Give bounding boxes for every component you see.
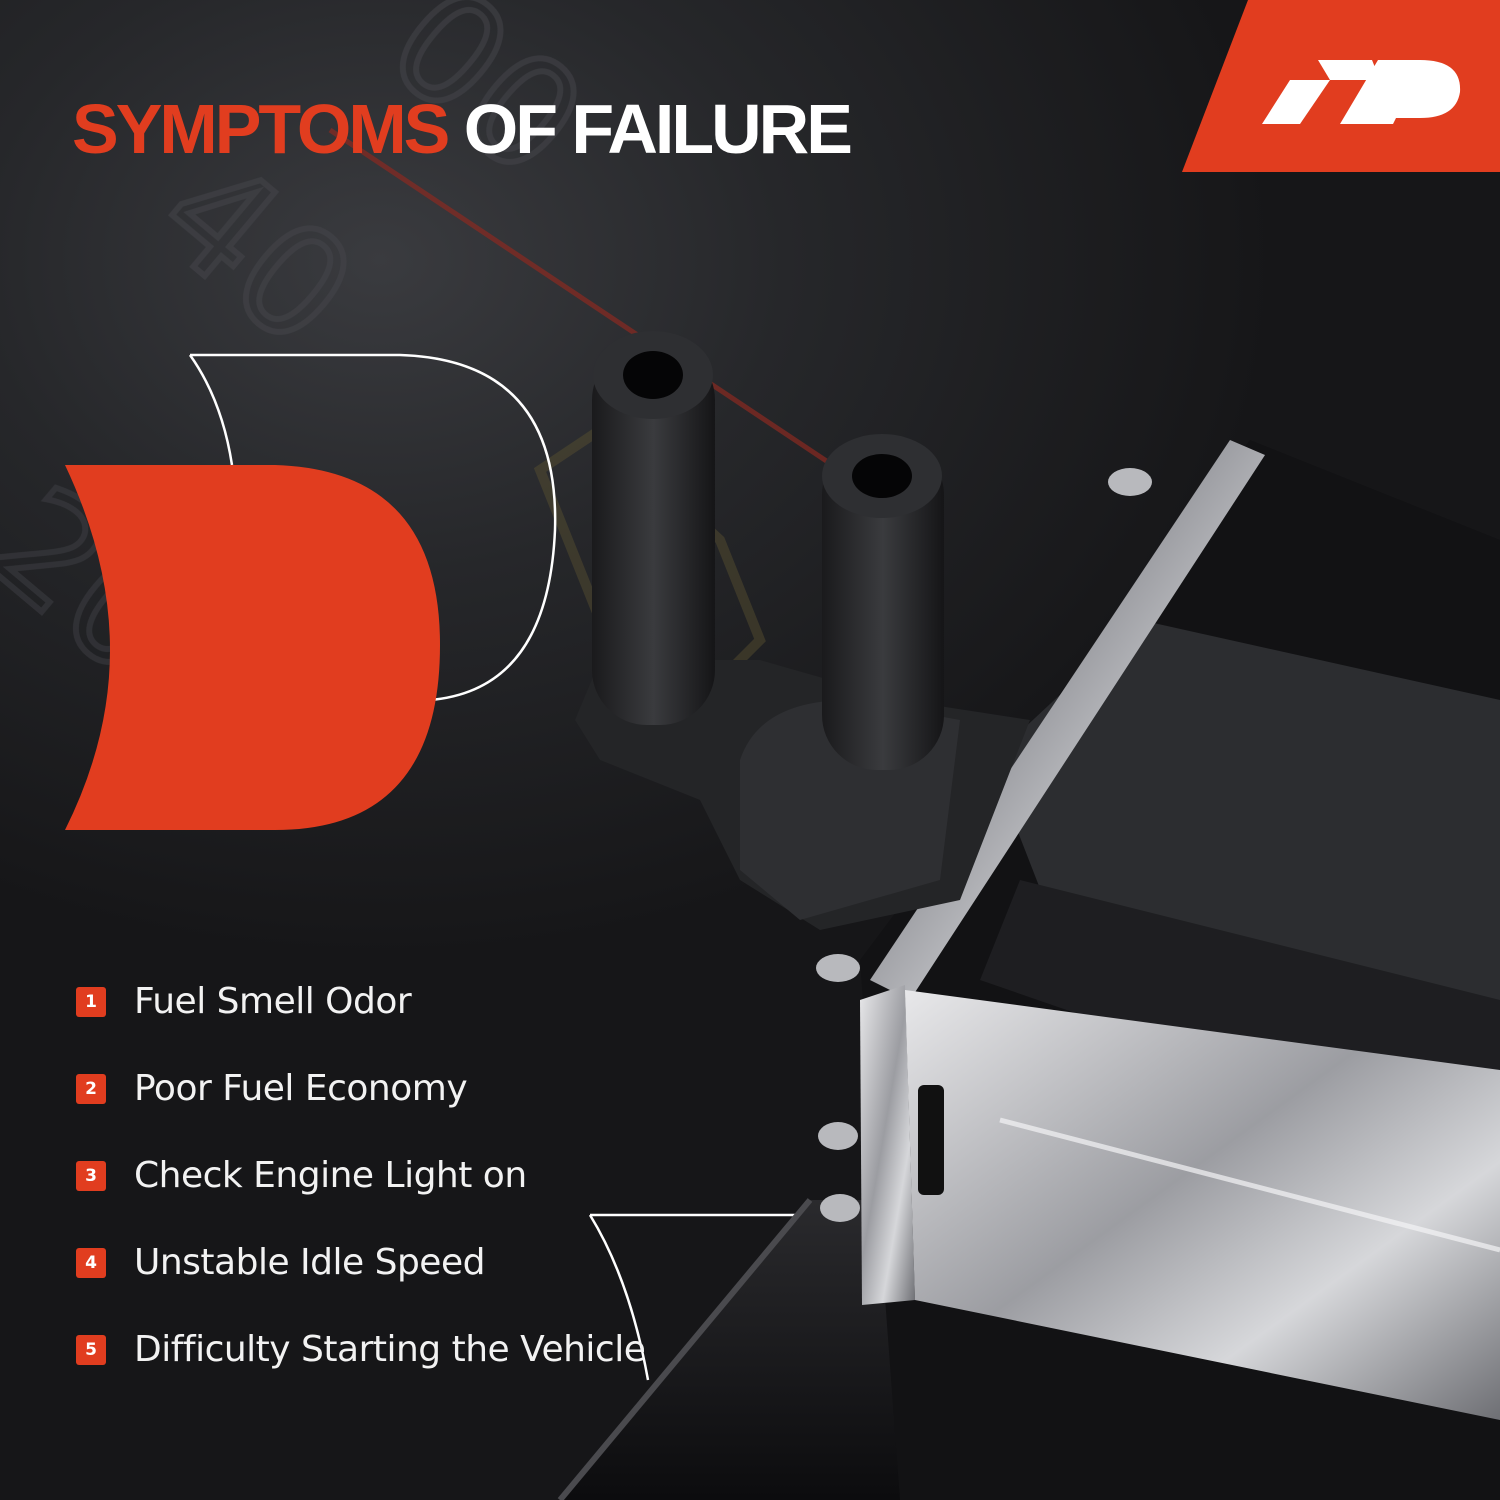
number-badge: 1 bbox=[76, 986, 106, 1017]
symptom-label: Check Engine Light on bbox=[134, 1155, 527, 1196]
list-item: 3 Check Engine Light on bbox=[76, 1132, 636, 1219]
symptom-label: Difficulty Starting the Vehicle bbox=[134, 1329, 646, 1370]
symptom-label: Poor Fuel Economy bbox=[134, 1068, 468, 1109]
symptom-label: Fuel Smell Odor bbox=[134, 981, 412, 1022]
symptom-label: Unstable Idle Speed bbox=[134, 1242, 485, 1283]
a-premium-logo-icon bbox=[1182, 0, 1500, 172]
list-item: 4 Unstable Idle Speed bbox=[76, 1219, 636, 1306]
number-badge: 3 bbox=[76, 1160, 106, 1191]
list-item: 1 Fuel Smell Odor bbox=[76, 958, 636, 1045]
number-badge: 5 bbox=[76, 1334, 106, 1365]
list-item: 5 Difficulty Starting the Vehicle bbox=[76, 1306, 646, 1393]
number-badge: 2 bbox=[76, 1073, 106, 1104]
title-highlight: SYMPTOMS bbox=[72, 90, 450, 168]
page-title: SYMPTOMS OF FAILURE bbox=[72, 94, 853, 164]
list-item: 2 Poor Fuel Economy bbox=[76, 1045, 636, 1132]
number-badge: 4 bbox=[76, 1247, 106, 1278]
symptom-list: 1 Fuel Smell Odor 2 Poor Fuel Economy 3 … bbox=[76, 958, 646, 1393]
title-rest: OF FAILURE bbox=[463, 90, 853, 168]
